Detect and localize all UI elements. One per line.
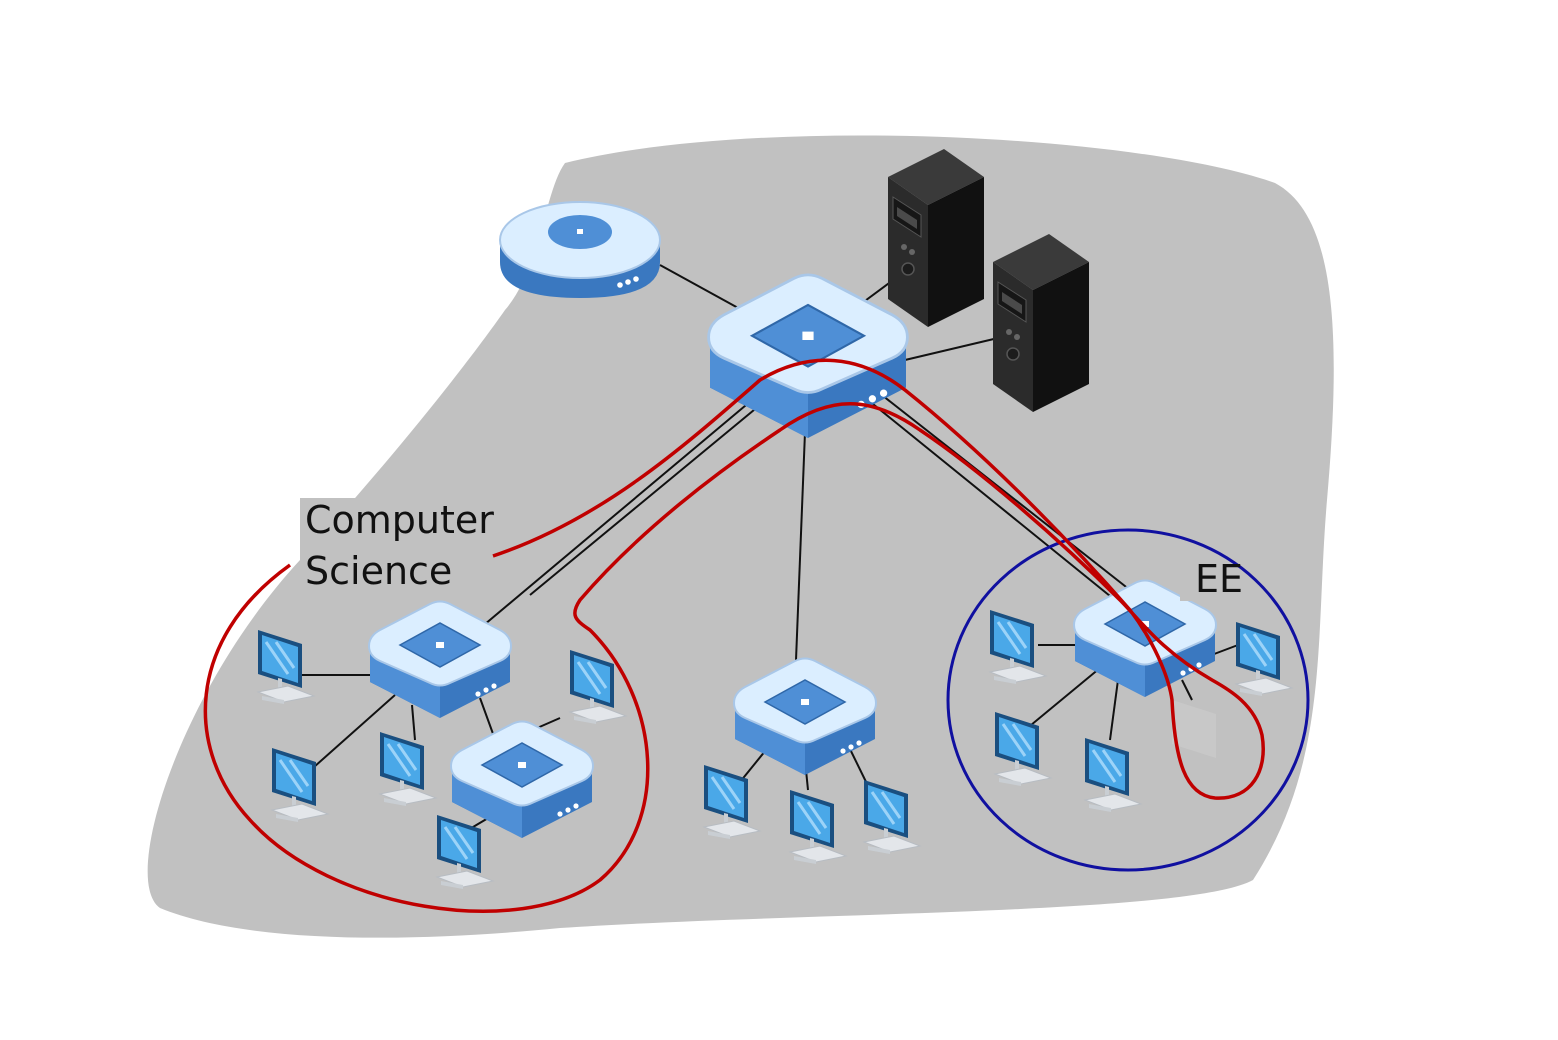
link-core-ee-b [877,391,1131,591]
link-server2-core [904,337,999,361]
cs-vlan-boundary [203,358,1265,913]
links [300,264,1239,831]
cs-label-line1: Computer [305,498,494,542]
link-core-mid [795,431,806,661]
link-core-cs-b [529,404,761,596]
cs-label-box [300,498,522,590]
server-tower-icon [887,148,985,328]
link-core-cs-a [477,394,759,631]
router-icon [499,201,661,298]
ee-label: EE [1195,557,1243,601]
ee-label-box [1180,555,1252,601]
server-tower-icon [992,233,1090,413]
cs-label-line2: Science [305,549,452,593]
link-core-ee-a [867,399,1111,597]
desktop-computer-icon [1172,700,1216,758]
ee-vlan-boundary [946,528,1310,872]
